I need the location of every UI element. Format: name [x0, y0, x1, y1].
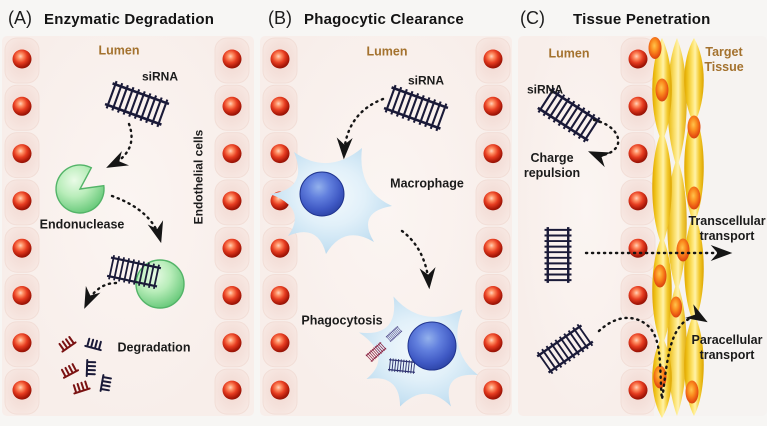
endothelial-cell-column-b-left [262, 37, 298, 415]
arrow-sirna-to-macrophage [336, 97, 385, 160]
target-tissue-cells [648, 37, 704, 418]
endothelial-cell-column-a-right [214, 37, 250, 415]
panel-a-letter: (A) [8, 8, 32, 28]
panel-c-title: (C)Tissue Penetration [520, 8, 711, 28]
arrow-sirna-to-endonuclease [106, 122, 133, 168]
endothelial-cell-column-b-right [475, 37, 511, 415]
transcellular-transport-label: Transcellular transport [688, 213, 766, 243]
lumen-label-a: Lumen [98, 43, 140, 58]
sirna-label-c: siRNA [526, 82, 564, 97]
lumen-label-b: Lumen [366, 44, 408, 59]
phagocytosis-label: Phagocytosis [301, 313, 383, 328]
target-tissue-label: Target Tissue [704, 44, 744, 74]
panel-a-title: (A)Enzymatic Degradation [8, 8, 215, 28]
endonuclease-icon [55, 164, 105, 214]
sirna-icon-a [102, 78, 172, 130]
endonuclease-label: Endonuclease [39, 217, 125, 232]
arrow-endonuclease-to-digestion [110, 194, 164, 244]
sirna-icon-c-transcellular [543, 225, 573, 285]
panel-b-letter: (B) [268, 8, 292, 28]
endothelial-cells-label: Endothelial cells [191, 129, 206, 225]
dashed-arrows [84, 97, 733, 400]
charge-repulsion-label: Charge repulsion [523, 150, 581, 180]
endothelial-cell-column-a-left [4, 37, 40, 415]
tissue-cell-nuclei [648, 37, 701, 404]
degraded-sirna-fragments [56, 334, 113, 395]
arrow-paracellular [597, 304, 708, 400]
paracellular-transport-label: Paracellular transport [691, 332, 763, 362]
panel-c-letter: (C) [520, 8, 545, 28]
sirna-icon-c-paracellular [534, 321, 596, 377]
panel-a-background [2, 36, 254, 416]
endothelial-cell-column-c [620, 37, 656, 415]
macrophage-icon [270, 148, 392, 254]
panel-b-title: (B)Phagocytic Clearance [268, 8, 464, 28]
endonuclease-digesting-icon [135, 259, 185, 309]
arrow-charge-repulsion [588, 118, 620, 168]
arrow-digestion-to-degradation [84, 281, 118, 309]
lumen-label-c: Lumen [548, 46, 590, 61]
degradation-label: Degradation [117, 340, 191, 355]
sirna-label-a: siRNA [141, 69, 179, 84]
sirna-icon-b [381, 82, 451, 134]
sirna-label-b: siRNA [407, 73, 445, 88]
macrophage-label: Macrophage [390, 176, 464, 191]
macrophage-phagocytosis-icon [344, 286, 493, 423]
arrow-macrophage-to-phagocytosis [400, 229, 436, 290]
